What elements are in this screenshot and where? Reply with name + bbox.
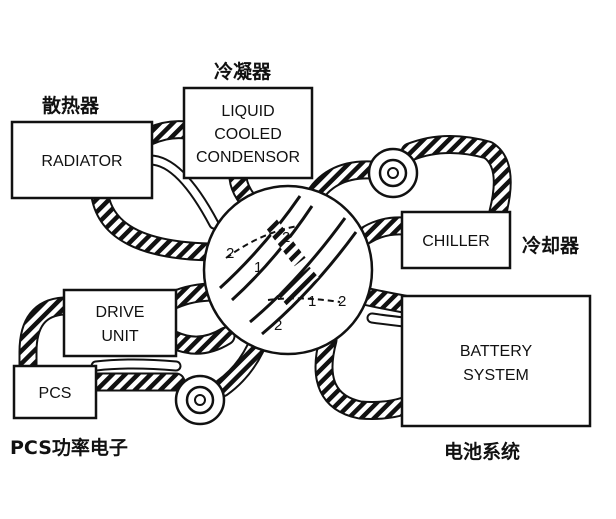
- pump-upper: [367, 147, 419, 199]
- pcs-label: PCS: [39, 385, 72, 402]
- condenser-label-line1: LIQUID: [221, 103, 274, 120]
- battery-cn-label: 电池系统: [444, 440, 520, 463]
- condenser-label-line2: COOLED: [214, 126, 282, 143]
- chiller-box: CHILLER: [400, 210, 512, 270]
- pump-lower: [174, 374, 226, 426]
- valve-port-upper-right: 2: [282, 229, 290, 246]
- pcs-box: PCS: [12, 364, 98, 420]
- drive-unit-label-line1: DRIVE: [96, 304, 145, 321]
- valve-port-lower-right: 2: [338, 293, 346, 310]
- valve-port-lower-center: 1: [308, 293, 316, 310]
- drive-unit-label-line2: UNIT: [101, 328, 139, 345]
- battery-box: BATTERY SYSTEM: [400, 294, 592, 428]
- drive-unit-box: DRIVE UNIT: [62, 288, 178, 358]
- battery-label-line2: SYSTEM: [463, 367, 529, 384]
- radiator-cn-label: 散热器: [42, 94, 100, 117]
- chiller-label: CHILLER: [422, 233, 490, 250]
- pcs-cn-label: PCS功率电子: [10, 436, 128, 459]
- radiator-box: RADIATOR: [10, 120, 154, 200]
- valve-port-upper-center: 1: [254, 259, 262, 276]
- radiator-label: RADIATOR: [41, 153, 122, 170]
- valve-port-lower-left: 2: [274, 317, 282, 334]
- chiller-cn-label: 冷却器: [522, 234, 580, 257]
- condenser-box: LIQUID COOLED CONDENSOR: [182, 86, 314, 180]
- rotary-valve: 2 1 2 2 1 2: [202, 184, 374, 356]
- condenser-cn-label: 冷凝器: [214, 60, 272, 83]
- valve-port-upper-left: 2: [226, 245, 234, 262]
- condenser-label-line3: CONDENSOR: [196, 149, 300, 166]
- battery-label-line1: BATTERY: [460, 343, 533, 360]
